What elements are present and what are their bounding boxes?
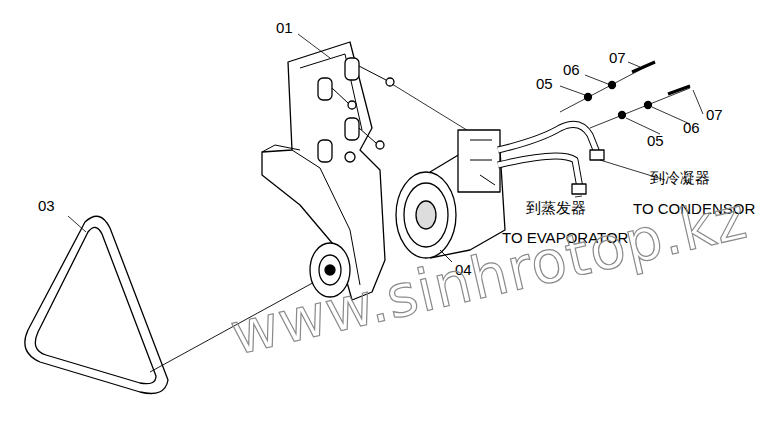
belt-inner [35, 227, 156, 383]
hose [498, 156, 580, 188]
leader-line [68, 34, 703, 232]
clutch-pulley [404, 183, 448, 247]
compressor-detail [470, 140, 495, 185]
callout-number: 03 [38, 198, 55, 215]
belt [25, 216, 168, 393]
o-rings [585, 82, 652, 119]
clutch-pulley [396, 172, 456, 258]
callout-number: 05 [647, 133, 664, 150]
spacers [318, 58, 394, 162]
compressor-head [458, 130, 500, 192]
assembly-line [392, 84, 470, 132]
callout-number: 06 [683, 120, 700, 137]
clutch-hub [416, 201, 436, 229]
assembly-line [590, 88, 690, 128]
callout-number: 06 [563, 62, 580, 79]
hose [498, 124, 598, 155]
hose [498, 156, 580, 188]
bolts [332, 66, 386, 143]
idler-hub [325, 265, 335, 275]
hose [498, 124, 598, 155]
fitting [590, 150, 604, 160]
direction-note: 到蒸发器 [526, 200, 586, 217]
callout-number: 07 [706, 107, 723, 124]
bracket-edge [262, 145, 300, 152]
bracket [262, 42, 385, 300]
fitting [572, 184, 586, 194]
bolt [632, 62, 690, 94]
callout-number: 01 [276, 20, 293, 37]
direction-note: 到冷凝器 [650, 170, 710, 187]
callout-number: 05 [536, 76, 553, 93]
callout-number: 07 [609, 50, 626, 67]
